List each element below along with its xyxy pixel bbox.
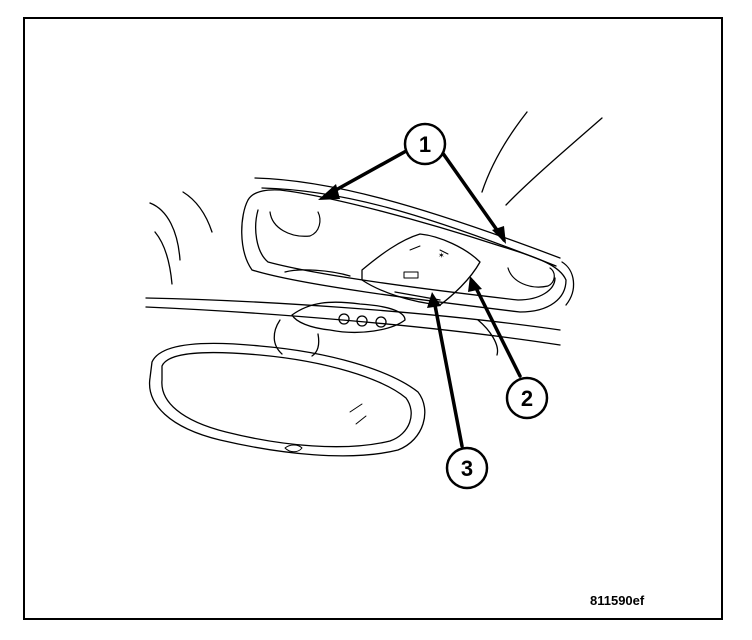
callout-1: 1 — [403, 122, 447, 166]
diagram-frame — [23, 17, 723, 620]
button-icon — [338, 313, 350, 325]
callout-3: 3 — [445, 446, 489, 490]
callout-arrows — [323, 148, 522, 448]
auto-dim-sensor — [284, 444, 303, 453]
callout-2: 2 — [505, 376, 549, 420]
display-module — [361, 233, 481, 306]
callout-3-label: 3 — [461, 456, 473, 481]
callout-2-label: 2 — [521, 386, 533, 411]
left-map-lamp — [269, 211, 321, 237]
overhead-console: ✶ — [241, 189, 567, 313]
button-icon — [375, 316, 387, 328]
figure-id: 811590ef — [590, 593, 645, 608]
windshield-lines — [481, 111, 603, 206]
svg-text:✶: ✶ — [438, 251, 445, 260]
arrowheads — [318, 184, 506, 308]
callout-1-label: 1 — [419, 132, 431, 157]
button-icon — [356, 315, 368, 327]
a-pillar-trim — [149, 191, 213, 285]
right-map-lamp — [507, 267, 555, 288]
rearview-mirror — [148, 342, 426, 457]
mirror-mount — [273, 301, 406, 357]
roof-header — [145, 177, 575, 356]
